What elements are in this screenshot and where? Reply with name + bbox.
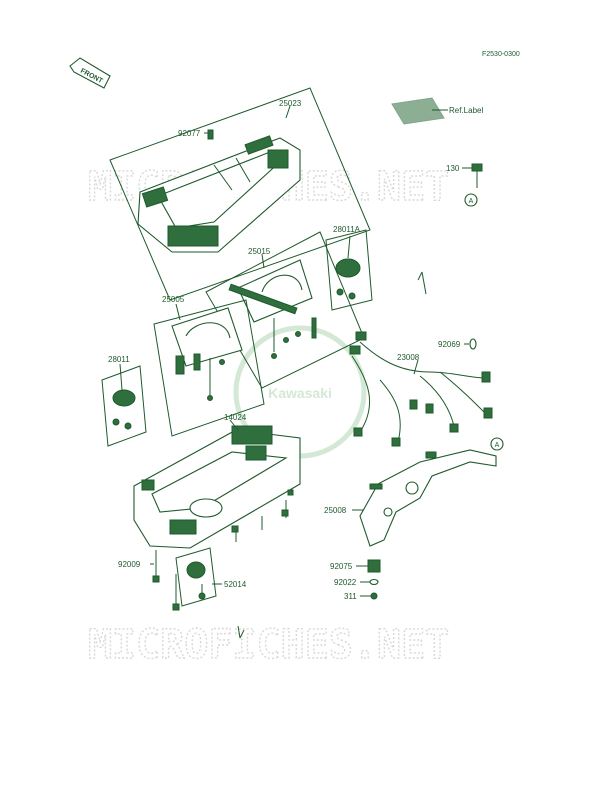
wiring-harness-23008-icon	[349, 331, 493, 447]
front-arrow-icon: FRONT	[69, 57, 111, 89]
ref-label-text: Ref.Label	[449, 106, 483, 115]
callout-92069: 92069	[438, 340, 461, 349]
callout-92075: 92075	[330, 562, 353, 571]
meter-case-outline	[109, 87, 371, 301]
lower-case-14024	[133, 425, 301, 549]
callout-25005: 25005	[162, 295, 185, 304]
sensor-28011-icon	[112, 389, 136, 430]
bolt-130-icon	[464, 163, 483, 207]
callout-14024: 14024	[224, 413, 247, 422]
box-28011A	[325, 229, 373, 311]
callout-25008: 25008	[324, 506, 347, 515]
callout-23008: 23008	[397, 353, 420, 362]
ref-label-sticker	[391, 97, 448, 125]
watermark-bottom: MICROFICHES.NET	[88, 622, 449, 668]
ref-marker-a-bracket: A	[495, 442, 500, 449]
fasteners-stack-icon	[367, 559, 381, 600]
ref-marker-a-top: A	[469, 198, 474, 205]
meter-case-25023	[137, 135, 301, 253]
callout-28011A: 28011A	[333, 225, 361, 234]
sensor-28011A-icon	[335, 258, 361, 300]
callout-92022: 92022	[334, 578, 357, 587]
callout-130: 130	[446, 164, 460, 173]
part-52014-icon	[175, 547, 217, 607]
callout-92077: 92077	[178, 129, 201, 138]
callout-25015: 25015	[248, 247, 271, 256]
meter-25015-icon	[228, 259, 317, 359]
meter-25005-icon	[171, 307, 243, 401]
callout-28011: 28011	[108, 355, 130, 364]
screws-92009-icon	[152, 489, 294, 611]
grommet-92069-icon	[469, 338, 477, 350]
box-28011	[101, 365, 147, 447]
callout-311: 311	[344, 592, 357, 601]
screw-92077-icon	[207, 129, 214, 140]
bracket-25008-icon	[359, 437, 504, 547]
diagram-code: F2530-0300	[482, 51, 520, 58]
callout-25023: 25023	[279, 99, 302, 108]
callout-92009: 92009	[118, 560, 141, 569]
callout-52014: 52014	[224, 580, 247, 589]
box-25005	[153, 299, 265, 437]
logo-text: Kawasaki	[268, 385, 332, 401]
